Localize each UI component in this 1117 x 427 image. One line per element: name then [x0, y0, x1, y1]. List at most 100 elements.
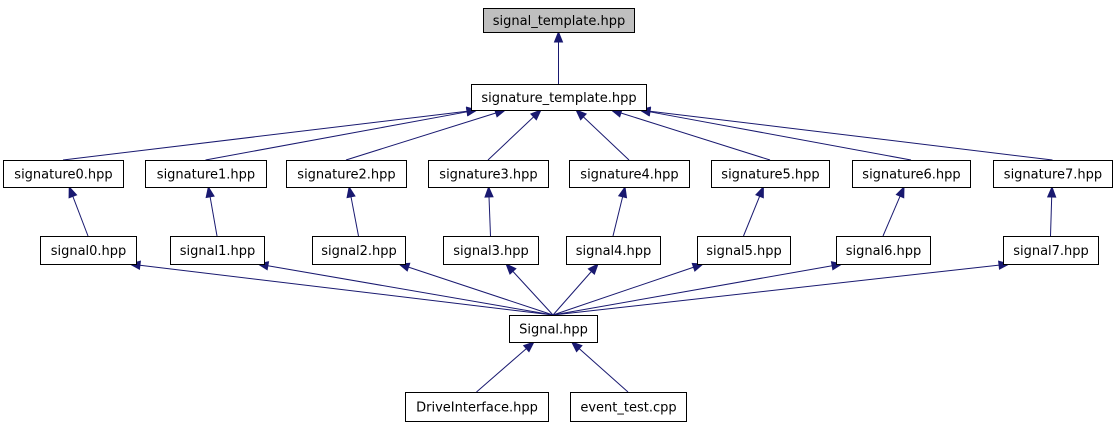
node-box — [312, 236, 406, 265]
node-box — [566, 236, 661, 265]
node-label: signature7.hpp — [1004, 168, 1102, 183]
node-label: signature_template.hpp — [481, 91, 636, 106]
node-signal1[interactable]: signal1.hpp — [170, 236, 265, 265]
node-label: signal4.hpp — [576, 244, 652, 259]
edge-line — [649, 111, 912, 161]
node-box — [1003, 236, 1099, 265]
arrowhead — [570, 341, 583, 353]
edge-signal7-to-signature7 — [1046, 185, 1057, 237]
arrowhead — [617, 185, 628, 199]
node-label: signal0.hpp — [51, 244, 127, 259]
node-label: signature3.hpp — [439, 168, 537, 183]
edge-signal_hpp-to-signal2 — [397, 262, 554, 316]
node-signal7[interactable]: signal7.hpp — [1003, 236, 1099, 265]
node-label: signature4.hpp — [580, 168, 678, 183]
node-box — [405, 392, 549, 422]
node-box — [852, 160, 971, 188]
arrowhead — [755, 185, 764, 199]
edge-signal_hpp-to-signal7 — [552, 260, 1011, 316]
edge-line — [578, 348, 629, 393]
edge-line — [512, 271, 554, 316]
node-signature0[interactable]: signature0.hpp — [3, 160, 124, 188]
arrowhead — [346, 185, 356, 199]
node-box — [509, 315, 598, 343]
arrowhead — [529, 109, 542, 121]
node-label: event_test.cpp — [580, 401, 676, 416]
edge-signal_hpp-to-signal0 — [128, 260, 554, 316]
edge-line — [205, 111, 468, 161]
node-label: signal1.hpp — [180, 244, 256, 259]
node-box — [483, 8, 635, 33]
node-signal-template[interactable]: signal_template.hpp — [483, 8, 635, 33]
edge-drive_interface-to-signal_hpp — [476, 341, 535, 393]
edge-line — [552, 266, 694, 316]
node-label: signal7.hpp — [1013, 244, 1089, 259]
arrowhead — [205, 185, 215, 199]
arrowhead — [1046, 185, 1057, 198]
node-box — [286, 160, 407, 188]
node-label: signal5.hpp — [706, 244, 782, 259]
edge-line — [612, 196, 624, 237]
node-signature-template[interactable]: signature_template.hpp — [471, 84, 647, 111]
edge-signature_template-to-signal_template — [553, 30, 564, 84]
edge-signal2-to-signature2 — [346, 185, 359, 237]
edge-line — [1050, 196, 1053, 237]
edge-line — [552, 265, 833, 316]
edge-line — [743, 196, 761, 237]
arrowhead — [484, 185, 494, 198]
node-box — [836, 236, 931, 265]
node-signal6[interactable]: signal6.hpp — [836, 236, 931, 265]
node-signal2[interactable]: signal2.hpp — [312, 236, 406, 265]
node-event-test[interactable]: event_test.cpp — [570, 392, 687, 422]
node-box — [711, 160, 830, 188]
node-box — [145, 160, 267, 188]
edge-signal1-to-signature1 — [205, 185, 218, 237]
edge-line — [649, 110, 1053, 161]
node-signal3[interactable]: signal3.hpp — [443, 236, 539, 265]
edge-line — [620, 112, 771, 161]
node-signature2[interactable]: signature2.hpp — [286, 160, 407, 188]
edge-signature0-to-signature_template — [62, 106, 479, 161]
node-label: Signal.hpp — [519, 323, 588, 338]
edge-signature6-to-signature_template — [638, 107, 912, 161]
node-drive-interface[interactable]: DriveInterface.hpp — [405, 392, 549, 422]
node-signature3[interactable]: signature3.hpp — [428, 160, 549, 188]
edge-signal3-to-signature3 — [484, 185, 494, 237]
node-signature7[interactable]: signature7.hpp — [993, 160, 1113, 188]
edge-signal_hpp-to-signal3 — [505, 263, 554, 316]
node-label: signature5.hpp — [721, 168, 819, 183]
edge-line — [488, 196, 491, 237]
node-signal0[interactable]: signal0.hpp — [40, 236, 137, 265]
file-nodes: signal_template.hpp signature_template.hp… — [3, 8, 1113, 422]
node-signature6[interactable]: signature6.hpp — [852, 160, 971, 188]
node-box — [697, 236, 791, 265]
node-box — [993, 160, 1113, 188]
node-signal5[interactable]: signal5.hpp — [697, 236, 791, 265]
node-signature4[interactable]: signature4.hpp — [569, 160, 690, 188]
node-label: signal3.hpp — [453, 244, 529, 259]
node-signal4[interactable]: signal4.hpp — [566, 236, 661, 265]
node-box — [570, 392, 687, 422]
node-signature5[interactable]: signature5.hpp — [711, 160, 830, 188]
node-label: signature0.hpp — [14, 168, 112, 183]
arrowhead — [575, 109, 588, 121]
node-box — [569, 160, 690, 188]
edge-line — [552, 264, 1000, 316]
node-box — [428, 160, 549, 188]
edge-line — [882, 195, 901, 237]
node-signature1[interactable]: signature1.hpp — [145, 160, 267, 188]
node-label: signature2.hpp — [297, 168, 395, 183]
node-label: DriveInterface.hpp — [416, 401, 538, 416]
arrowhead — [68, 185, 78, 199]
edge-signature2-to-signature_template — [345, 108, 507, 161]
edge-line — [345, 112, 496, 161]
edge-line — [476, 348, 527, 393]
edge-signal_hpp-to-signal4 — [552, 262, 599, 316]
edge-signature7-to-signature_template — [638, 106, 1053, 161]
edge-line — [209, 196, 218, 237]
node-signal-hpp[interactable]: Signal.hpp — [509, 315, 598, 343]
edge-line — [350, 196, 359, 237]
node-box — [443, 236, 539, 265]
edge-line — [408, 266, 554, 316]
